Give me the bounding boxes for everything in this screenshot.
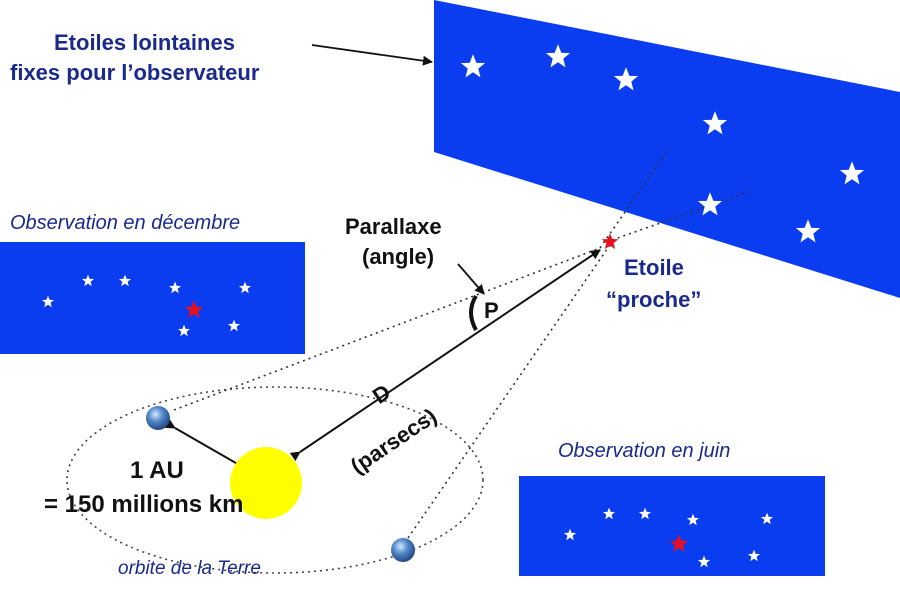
orbit-label: orbite de la Terre — [118, 558, 261, 579]
red-star-icon — [184, 300, 204, 318]
au-label-line2: = 150 millions km — [44, 491, 244, 518]
earth-orbit — [66, 386, 484, 574]
december-observation-panel — [0, 242, 305, 354]
sightline-december-extension — [599, 149, 669, 249]
december-observation-label: Observation en décembre — [10, 212, 241, 234]
distant-star-field-panel — [434, 0, 900, 298]
near-star-label-line1: Etoile — [624, 255, 684, 280]
june-observation-label: Observation en juin — [558, 440, 731, 462]
red-star-icon — [669, 534, 689, 552]
parallax-symbol: P — [484, 298, 499, 323]
parallax-pointer — [457, 263, 485, 295]
red-star-icon — [601, 233, 619, 250]
earth-icon — [146, 406, 170, 430]
parallax-label-line1: Parallaxe — [345, 214, 442, 239]
distant-stars-label-line1: Etoiles lointaines — [54, 30, 235, 55]
distant-stars-pointer — [311, 44, 433, 66]
earth-icon — [391, 538, 415, 562]
parallax-label-line2: (angle) — [362, 244, 435, 269]
au-label-line1: 1 AU — [130, 457, 184, 484]
sightline-june-extension — [611, 189, 755, 241]
june-observation-panel — [519, 476, 825, 576]
near-star-label-line2: “proche” — [606, 287, 702, 312]
distance-arrow — [289, 249, 601, 462]
parallax-angle-arc — [469, 294, 478, 331]
distant-stars-label-line2: fixes pour l’observateur — [10, 60, 260, 85]
sun-icon — [230, 447, 302, 519]
